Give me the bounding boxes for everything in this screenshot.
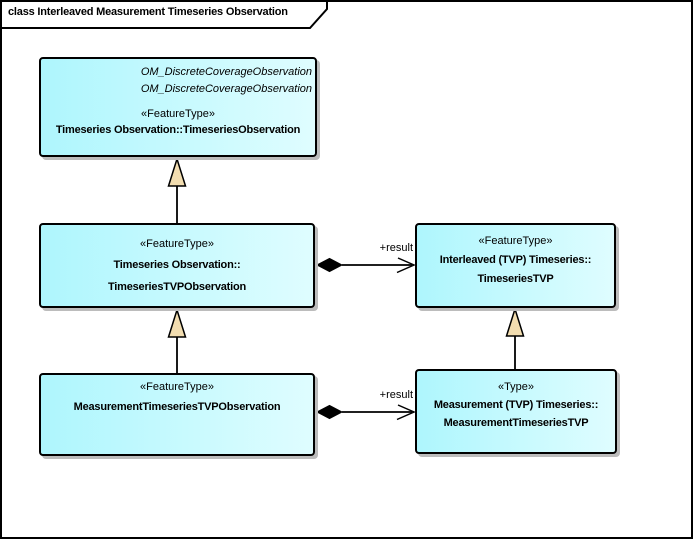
parent-classifier-label: OM_DiscreteCoverageObservation (140, 83, 312, 95)
class-timeseries-tvp[interactable]: «FeatureType» Interleaved (TVP) Timeseri… (415, 223, 616, 308)
association-role-label-result-bottom: +result (379, 389, 413, 401)
parent-classifier-labels: OM_DiscreteCoverageObservation OM_Discre… (41, 59, 315, 98)
open-arrowhead-icon (396, 404, 416, 421)
composition-diamond-icon (315, 257, 344, 273)
stereotype-label: «FeatureType» (478, 235, 553, 247)
class-name-label: TimeseriesTVP (477, 273, 554, 285)
generalization-arrow-icon (505, 306, 525, 337)
class-name-label: Timeseries Observation::TimeseriesObserv… (55, 124, 301, 136)
stereotype-label: «FeatureType» (140, 238, 214, 250)
stereotype-label: «FeatureType» (141, 108, 215, 120)
frame-title-tab (0, 0, 328, 29)
class-name-label: Interleaved (TVP) Timeseries:: (439, 254, 592, 266)
diagram-title: class Interleaved Measurement Timeseries… (8, 6, 288, 18)
class-name-label: Timeseries Observation:: (113, 259, 241, 271)
class-name-label: Measurement (TVP) Timeseries:: (433, 399, 599, 411)
generalization-arrow-icon (167, 156, 187, 187)
class-timeseries-tvp-observation[interactable]: «FeatureType» Timeseries Observation:: T… (39, 223, 315, 308)
class-measurement-timeseries-tvp[interactable]: «Type» Measurement (TVP) Timeseries:: Me… (415, 369, 617, 454)
composition-result-bottom[interactable] (315, 404, 416, 421)
class-name-label: MeasurementTimeseriesTVP (443, 417, 589, 429)
class-timeseries-observation[interactable]: OM_DiscreteCoverageObservation OM_Discre… (39, 57, 317, 157)
generalization-measurementobservation-to-tvpobservation[interactable] (167, 307, 187, 373)
generalization-arrow-icon (167, 307, 187, 338)
stereotype-label: «FeatureType» (140, 381, 214, 393)
class-name-label: MeasurementTimeseriesTVPObservation (73, 401, 281, 413)
association-role-label-result-top: +result (379, 242, 413, 254)
composition-result-top[interactable] (315, 257, 416, 274)
generalization-tvpobservation-to-observation[interactable] (167, 156, 187, 223)
composition-diamond-icon (315, 404, 344, 420)
generalization-measurementtvp-to-timeseriestvp[interactable] (505, 306, 525, 369)
open-arrowhead-icon (396, 257, 416, 274)
stereotype-label: «Type» (497, 381, 535, 393)
parent-classifier-label: OM_DiscreteCoverageObservation (140, 66, 312, 78)
class-name-label: TimeseriesTVPObservation (107, 281, 247, 293)
class-measurement-timeseries-tvp-observation[interactable]: «FeatureType» MeasurementTimeseriesTVPOb… (39, 373, 315, 456)
